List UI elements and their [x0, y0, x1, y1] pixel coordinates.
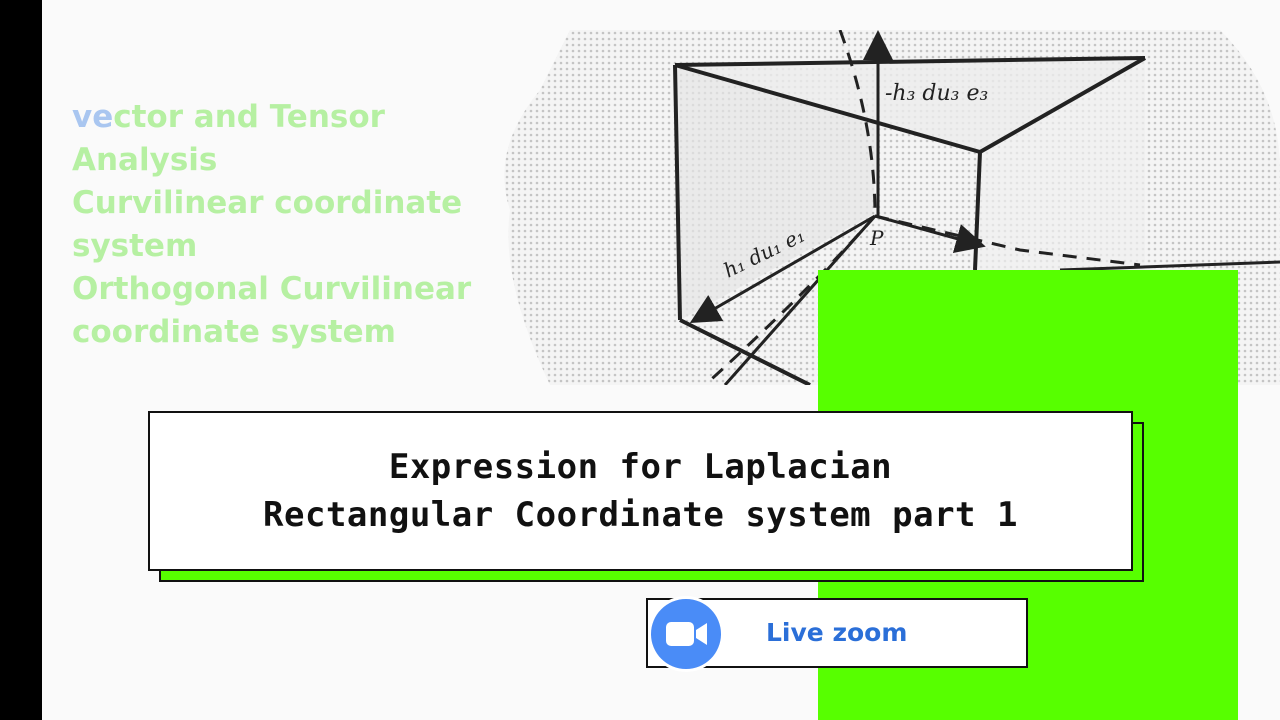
topic-list: vector and Tensor Analysis Curvilinear c…	[72, 96, 472, 354]
curvilinear-diagram: -h₃ du₃ e₃ h₁ du₁ e₁ P	[480, 30, 1280, 385]
topic-line-5: Orthogonal Curvilinear	[72, 271, 472, 307]
title-line-2: Rectangular Coordinate system part 1	[263, 495, 1018, 535]
diagram-label-p: P	[869, 226, 884, 250]
diagram-label-h3: -h₃ du₃ e₃	[885, 81, 988, 106]
live-zoom-label[interactable]: Live zoom	[766, 618, 908, 647]
video-camera-icon	[648, 596, 724, 672]
title-line-1: Expression for Laplacian	[388, 447, 893, 487]
topic-line-1-highlight: ve	[72, 99, 114, 135]
topic-line-1: vector and Tensor	[72, 96, 472, 139]
topic-line-1-rest: ctor and Tensor	[113, 99, 385, 135]
topic-line-3: Curvilinear coordinate	[72, 185, 463, 221]
left-black-bar	[0, 0, 42, 720]
title-card: Expression for Laplacian Rectangular Coo…	[148, 411, 1133, 571]
topic-line-4: system	[72, 228, 198, 264]
topic-line-6: coordinate system	[72, 314, 396, 350]
topic-line-2: Analysis	[72, 142, 218, 178]
